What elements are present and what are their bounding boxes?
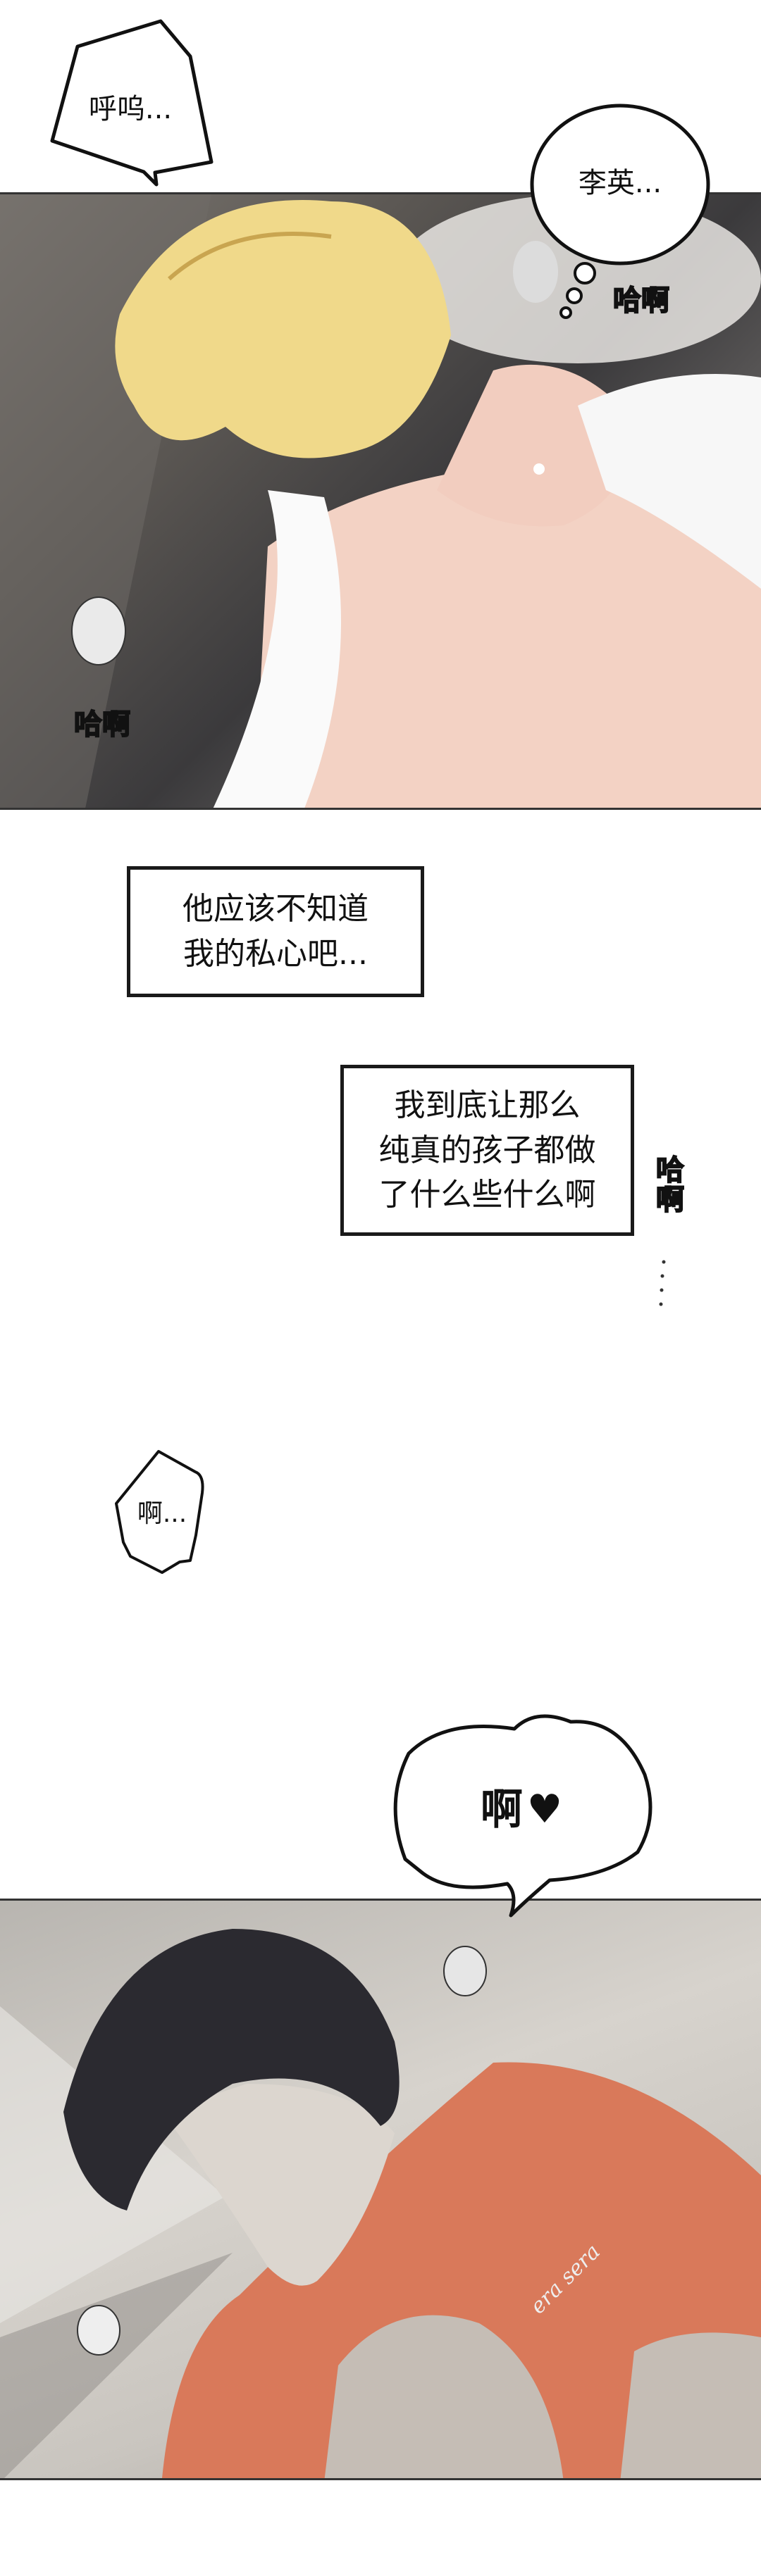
caption-1-text: 他应该不知道 我的私心吧... (182, 891, 369, 972)
dark-haired-boy-illustration (0, 1929, 761, 2478)
bubble-sigh-text: 呼呜... (88, 93, 173, 125)
ah-text: 啊 (480, 1785, 523, 1834)
thought-name-text: 李英... (578, 167, 662, 199)
panel-blond-man: 哈啊 哈啊 (0, 192, 761, 810)
sfx-panting-1: 哈啊 (612, 284, 670, 318)
speech-bubble-ah (115, 1450, 204, 1574)
speech-bubble-ah-heart (393, 1714, 652, 1918)
thought-bubble-name (530, 104, 710, 319)
speech-bubble-sigh (50, 19, 214, 187)
bubble-ah-heart-text: 啊 ♥ (437, 1775, 606, 1845)
caption-2-text: 我到底让那么 纯真的孩子都做 了什么些什么啊 (378, 1087, 596, 1213)
narration-caption-1: 他应该不知道 我的私心吧... (127, 866, 424, 997)
sfx-panting-2: 哈啊 (73, 708, 131, 742)
trailing-dots (659, 1260, 666, 1306)
narration-caption-2: 我到底让那么 纯真的孩子都做 了什么些什么啊 (340, 1065, 634, 1236)
heart-icon: ♥ (526, 1786, 563, 1832)
bubble-ah-text: 啊... (137, 1499, 187, 1528)
panel-dark-haired-boy: era sera (0, 1899, 761, 2480)
blond-man-illustration (0, 194, 761, 808)
sfx-panting-3: 哈啊 (650, 1154, 684, 1215)
